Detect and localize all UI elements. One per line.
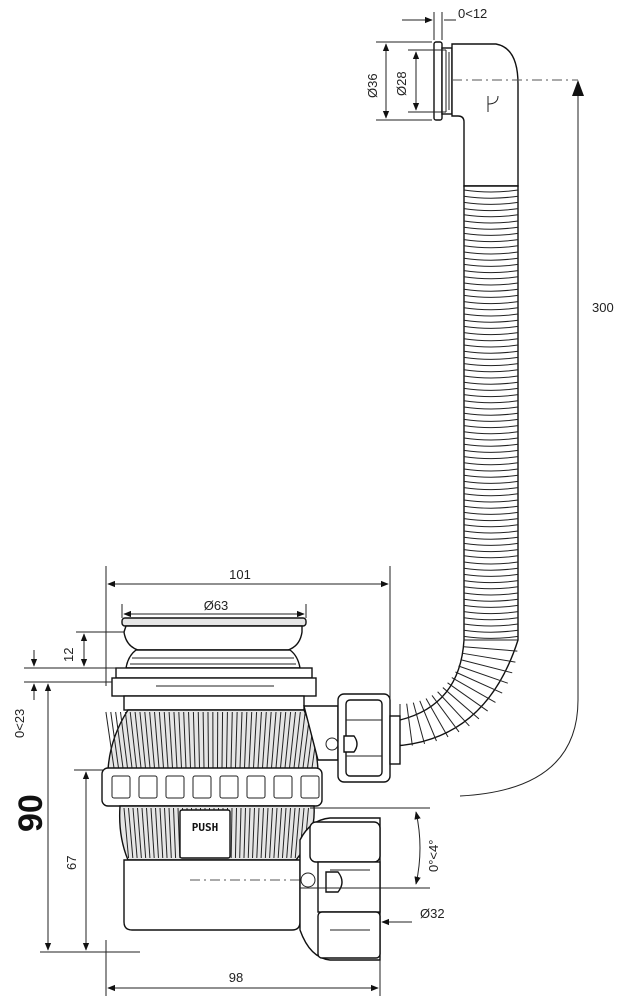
dim-body-height: 67 (64, 769, 104, 951)
dim-overflow-gap: 0<12 (402, 6, 487, 40)
dim-total-width: 101 (105, 566, 391, 700)
overflow-elbow (433, 41, 519, 187)
dim-overflow-gap-label: 0<12 (458, 6, 487, 21)
drain-plug (121, 617, 307, 669)
dim-overflow-outer-label: Ø36 (365, 73, 380, 98)
dim-total-width-label: 101 (229, 567, 251, 582)
dim-hose-length: 300 (459, 80, 614, 797)
dim-adjust-range: 0<23 (12, 650, 120, 738)
dim-outlet-angle: 0°<4° (300, 807, 441, 889)
drain-flange (111, 667, 317, 711)
dim-outlet-diameter: Ø32 (381, 906, 445, 926)
dim-base-width-label: 98 (229, 970, 243, 985)
dim-total-height: 90 (12, 681, 140, 953)
dim-outlet-angle-label: 0°<4° (426, 840, 441, 872)
dim-plug-diameter-label: Ø63 (204, 598, 229, 613)
push-label: PUSH (192, 821, 219, 834)
dim-plug-height: 12 (61, 631, 126, 669)
locking-ring (101, 767, 323, 807)
dim-hose-length-label: 300 (592, 300, 614, 315)
overflow-connector (303, 693, 401, 783)
flexible-hose (393, 185, 519, 747)
dim-overflow-inner-label: Ø28 (394, 71, 409, 96)
push-button: PUSH (179, 809, 231, 859)
outlet-connector (299, 817, 381, 961)
dim-outlet-diameter-label: Ø32 (420, 906, 445, 921)
drain-body-ribbed (105, 709, 321, 771)
dim-base-width: 98 (105, 940, 381, 996)
dim-plug-height-label: 12 (61, 648, 76, 662)
dim-body-height-label: 67 (64, 856, 79, 870)
dim-plug-diameter: Ø63 (121, 598, 307, 618)
dim-overflow-diameters: Ø36 Ø28 (365, 41, 446, 121)
dim-adjust-range-label: 0<23 (12, 709, 27, 738)
dim-total-height-label: 90 (12, 794, 50, 832)
